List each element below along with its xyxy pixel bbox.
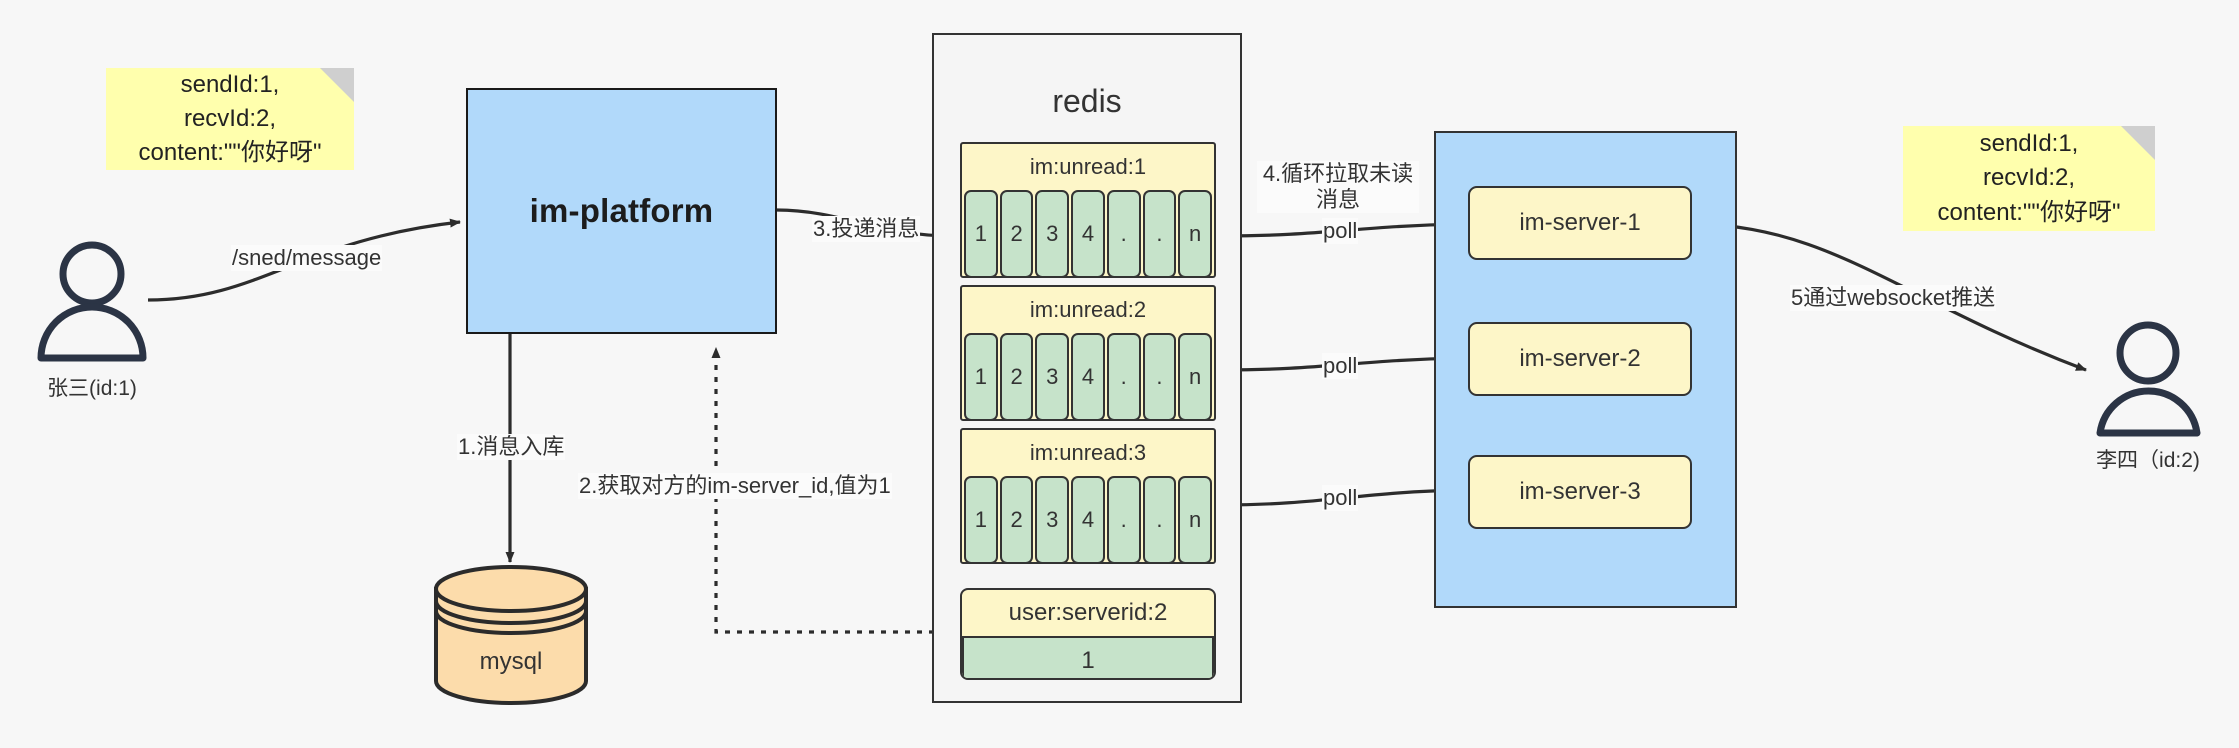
note-left-text: sendId:1, recvId:2, content:""你好呀" (138, 70, 322, 167)
redis-list-im-unread-3[interactable]: im:unread:3 1 2 3 4 . . n (960, 428, 1216, 564)
note-right-message-payload: sendId:1, recvId:2, content:""你好呀" (1903, 126, 2155, 231)
redis-cell: . (1142, 476, 1177, 562)
user-icon (37, 241, 147, 362)
redis-list-key-1: im:unread:1 (1029, 154, 1147, 179)
redis-cell: 3 (1035, 190, 1070, 276)
user-icon (2096, 321, 2201, 437)
edge-label-poll-1: poll (1322, 218, 1359, 244)
redis-cell: 4 (1071, 476, 1105, 562)
redis-list-key-2: im:unread:2 (1029, 297, 1147, 322)
redis-cell: . (1142, 190, 1177, 276)
edge-label-step3: 3.投递消息 (812, 216, 921, 242)
redis-cell: . (1106, 476, 1141, 562)
edge-label-step2: 2.获取对方的im-server_id,值为1 (578, 473, 892, 499)
redis-kv-user-serverid[interactable]: user:serverid:2 1 (960, 588, 1216, 680)
redis-cell: 1 (964, 476, 998, 562)
redis-list-im-unread-2[interactable]: im:unread:2 1 2 3 4 . . n (960, 285, 1216, 421)
im-server-1-box[interactable]: im-server-1 (1468, 186, 1692, 260)
edge-label-poll-3: poll (1322, 485, 1359, 511)
redis-list-key-3: im:unread:3 (1029, 440, 1147, 465)
redis-cell: n (1178, 476, 1213, 562)
note-fold-corner-icon (2121, 126, 2155, 160)
edge-label-send-message: /sned/message (231, 245, 383, 271)
edge-label-step5: 5通过websocket推送 (1790, 285, 1997, 311)
edge-label-step1: 1.消息入库 (457, 434, 566, 460)
redis-list-cells-2: 1 2 3 4 . . n (962, 333, 1214, 419)
redis-cell: 2 (999, 333, 1034, 419)
im-server-3-label: im-server-3 (1519, 478, 1641, 505)
redis-cell: n (1178, 190, 1213, 276)
redis-cell: 2 (999, 476, 1034, 562)
redis-cell: 4 (1071, 190, 1105, 276)
redis-cell: 3 (1035, 333, 1070, 419)
mysql-database[interactable]: mysql (430, 565, 592, 705)
database-cylinder-icon: mysql (434, 565, 588, 705)
im-server-1-label: im-server-1 (1519, 209, 1641, 236)
redis-list-cells-3: 1 2 3 4 . . n (962, 476, 1214, 562)
actor-sender[interactable] (33, 238, 151, 363)
redis-cell: 2 (999, 190, 1034, 276)
redis-list-im-unread-1[interactable]: im:unread:1 1 2 3 4 . . n (960, 142, 1216, 278)
im-platform-label: im-platform (529, 192, 714, 229)
redis-cell: 3 (1035, 476, 1070, 562)
redis-kv-key: user:serverid:2 (1008, 599, 1168, 626)
im-server-3-box[interactable]: im-server-3 (1468, 455, 1692, 529)
edge-label-poll-2: poll (1322, 353, 1359, 379)
note-right-text: sendId:1, recvId:2, content:""你好呀" (1937, 130, 2121, 226)
redis-cell: n (1178, 333, 1213, 419)
actor-receiver-label: 李四（id:2) (2096, 449, 2200, 472)
redis-cell: . (1142, 333, 1177, 419)
im-platform-box[interactable]: im-platform (466, 88, 777, 334)
im-server-2-box[interactable]: im-server-2 (1468, 322, 1692, 396)
redis-cell: 4 (1071, 333, 1105, 419)
redis-cell: . (1106, 190, 1141, 276)
actor-receiver[interactable] (2092, 318, 2205, 438)
svg-text:mysql: mysql (480, 648, 543, 675)
redis-title: redis (1052, 83, 1122, 119)
edge-label-step4: 4.循环拉取未读消息 (1257, 161, 1419, 213)
note-fold-corner-icon (320, 68, 354, 102)
im-server-2-label: im-server-2 (1519, 345, 1641, 372)
note-left-message-payload: sendId:1, recvId:2, content:""你好呀" (106, 68, 354, 170)
redis-cell: . (1106, 333, 1141, 419)
redis-cell: 1 (964, 333, 998, 419)
redis-kv-value: 1 (962, 636, 1214, 678)
actor-sender-label: 张三(id:1) (47, 377, 137, 400)
redis-list-cells-1: 1 2 3 4 . . n (962, 190, 1214, 276)
redis-cell: 1 (964, 190, 998, 276)
